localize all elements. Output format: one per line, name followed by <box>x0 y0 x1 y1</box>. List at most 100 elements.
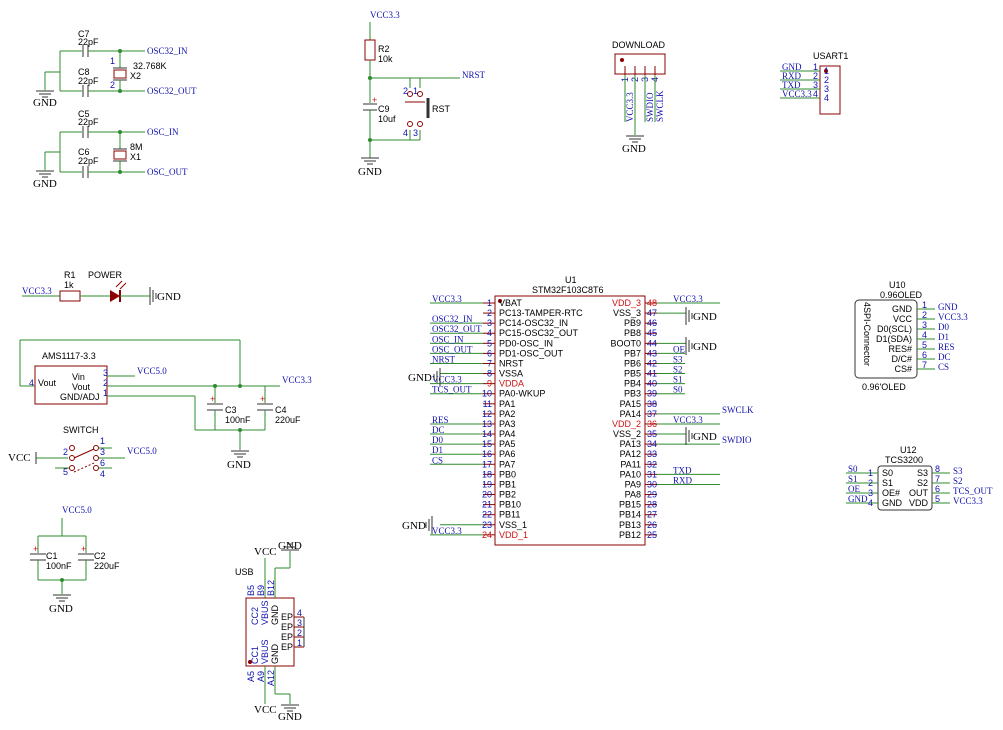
usb-ep-num-2: 3 <box>297 618 302 628</box>
usart1-pin-num-3: 3 <box>813 80 818 90</box>
u1-pin-2: 2 <box>487 308 492 318</box>
c5-ref: C5 <box>78 109 90 119</box>
u1-pin-29: 29 <box>647 490 657 500</box>
u1-pin-1: 1 <box>487 298 492 308</box>
download-net-4: SWCLK <box>655 90 665 122</box>
u1-net-48: VCC3.3 <box>673 294 703 304</box>
u12-pin-7: 7 <box>935 474 940 484</box>
u1-net-6: OSC_OUT <box>432 344 473 354</box>
switch-pin-2: 2 <box>63 447 68 457</box>
c2-value: 220uF <box>94 561 120 571</box>
u10-oled: U10 0.96OLED 4SPI-Connector 0.96'OLED GN… <box>854 280 968 392</box>
reg-num-2: 2 <box>103 378 108 388</box>
usart1-net-3: TXD <box>782 80 801 90</box>
u1-net-15: D0 <box>432 435 443 445</box>
u1-pin-name-23: VSS_1 <box>499 520 527 530</box>
u1-pin-name-20: PB2 <box>499 490 516 500</box>
u10-net-7: CS <box>938 362 949 372</box>
reg-num-1: 1 <box>103 388 108 398</box>
u1-pin-name-12: PA2 <box>499 409 515 419</box>
u1-pin-18: 18 <box>482 469 492 479</box>
u1-pin-33: 33 <box>647 449 657 459</box>
u10-pin-4: 4 <box>922 330 927 340</box>
u1-pin-name-14: PA4 <box>499 429 515 439</box>
c7-value: 22pF <box>78 37 99 47</box>
u12-net-2: S1 <box>848 474 858 484</box>
u12-net-5: VCC3.3 <box>953 496 983 506</box>
net-vcc33-reg: VCC3.3 <box>282 375 312 385</box>
u10-pin-1: 1 <box>922 300 927 310</box>
usb-connector: USB VCC GND B5 B9 B12 CC2 VBUS GND CC1 V… <box>235 540 305 723</box>
u1-pin-name-33: PA12 <box>620 449 641 459</box>
u1-pin-name-16: PA6 <box>499 449 515 459</box>
switch-section: SWITCH VCC VCC5.0 1 2 3 4 5 6 <box>8 425 157 479</box>
svg-text:+: + <box>33 544 38 554</box>
usb-pin-a5: A5 <box>246 671 256 682</box>
reg-pin-vin: Vin <box>72 372 85 382</box>
u1-pin-30: 30 <box>647 479 657 489</box>
u1-net-1: VCC3.3 <box>432 294 462 304</box>
u10-side: 4SPI-Connector <box>862 302 872 366</box>
usb-pin-b12: B12 <box>266 580 276 596</box>
gnd-label-1: GND <box>33 97 57 109</box>
u10-ref: U10 <box>889 280 906 290</box>
u1-pin-name-26: PB13 <box>619 520 641 530</box>
u10-pin-7: 7 <box>922 360 927 370</box>
switch-pin-5: 5 <box>63 467 68 477</box>
crystal-section: C7 22pF C8 22pF GND 32.768K X2 1 2 OSC32… <box>33 29 197 190</box>
u1-pin-name-27: PB14 <box>619 510 641 520</box>
u1-pin-20: 20 <box>482 490 492 500</box>
u1-value: STM32F103C8T6 <box>532 285 604 295</box>
u1-net-13: RES <box>432 415 449 425</box>
u10-net-2: VCC3.3 <box>938 312 968 322</box>
c9-value: 10uf <box>378 114 396 124</box>
r1-ref: R1 <box>64 270 76 280</box>
usart1-pin-label-4: 4 <box>824 93 829 103</box>
usart1-net-2: RXD <box>782 71 802 81</box>
gnd-label-caps: GND <box>49 603 73 615</box>
u1-pin-8: 8 <box>487 369 492 379</box>
u1-pin-name-17: PA7 <box>499 459 515 469</box>
u12-net-3: OE <box>848 484 860 494</box>
u1-pin-21: 21 <box>482 500 492 510</box>
r1-value: 1k <box>64 280 74 290</box>
rst-pin-3: 3 <box>413 128 418 138</box>
usart1-pin-num-1: 1 <box>813 62 818 72</box>
u1-net-16: D1 <box>432 445 443 455</box>
usb-pin-a12: A12 <box>266 670 276 686</box>
u1-pin-name-37: PA14 <box>620 409 641 419</box>
u10-net-5: RES <box>938 342 955 352</box>
u1-net-34: SWDIO <box>722 435 752 445</box>
u1-pin-47: 47 <box>647 308 657 318</box>
c3-ref: C3 <box>225 405 237 415</box>
gnd-label-reg: GND <box>227 459 251 471</box>
u1-pin-name-30: PA9 <box>625 479 641 489</box>
u1-pin-name-19: PB1 <box>499 479 516 489</box>
switch-pin-3: 3 <box>100 447 105 457</box>
net-osc-in: OSC_IN <box>147 127 179 137</box>
gnd-label-u1-vss2: GND <box>693 431 717 443</box>
u1-pin-3: 3 <box>487 318 492 328</box>
net-vcc50-caps: VCC5.0 <box>62 505 92 515</box>
reg-pin-vout-left: Vout <box>38 378 57 388</box>
u1-pin-name-21: PB10 <box>499 500 521 510</box>
u10-pin-name-3: D0(SCL) <box>877 324 912 334</box>
u1-net-36: VCC3.3 <box>673 415 703 425</box>
c3-value: 100nF <box>225 415 251 425</box>
c4-ref: C4 <box>275 405 287 415</box>
gnd-label-download: GND <box>622 143 646 155</box>
download-net-1: VCC3.3 <box>625 92 635 122</box>
switch-pin-1: 1 <box>100 436 105 446</box>
x2-ref: X2 <box>130 71 141 81</box>
u1-pin-31: 31 <box>647 469 657 479</box>
u1-pin-11: 11 <box>483 399 492 409</box>
u12-net-4: GND <box>848 494 868 504</box>
u12-pin-5: 5 <box>935 494 940 504</box>
c6-ref: C6 <box>78 147 90 157</box>
u10-pin-name-2: VCC <box>893 314 913 324</box>
net-osc32-out: OSC32_OUT <box>147 86 197 96</box>
u1-pin-48: 48 <box>647 298 657 308</box>
reg-ref: AMS1117-3.3 <box>42 351 96 361</box>
u1-pin-25: 25 <box>647 530 657 540</box>
